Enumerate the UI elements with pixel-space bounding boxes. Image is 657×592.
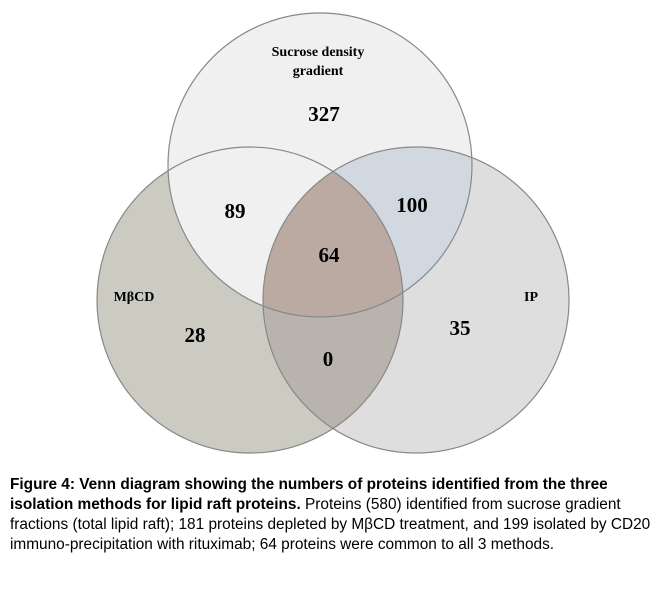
count-mbcd-only: 28: [185, 323, 206, 347]
all-three-overlap: [263, 147, 403, 317]
figure-caption: Figure 4: Venn diagram showing the numbe…: [10, 475, 655, 555]
sucrose-label-line-2: gradient: [293, 64, 344, 79]
count-ip-only: 35: [450, 316, 471, 340]
count-sucrose-only: 327: [308, 102, 340, 126]
count-sucrose-mbcd: 89: [225, 199, 246, 223]
caption-title: Figure 4: Venn diagram showing the numbe…: [10, 476, 608, 513]
ip-label: IP: [524, 290, 538, 305]
caption-body: Proteins (580) identified from sucrose g…: [10, 496, 651, 553]
count-mbcd-ip: 0: [323, 347, 334, 371]
sucrose-label-line-1: Sucrose density: [272, 45, 365, 60]
ip-outline: [262, 146, 570, 454]
sucrose-outline: [167, 12, 473, 318]
count-sucrose-ip: 100: [396, 193, 428, 217]
count-all-three: 64: [319, 243, 341, 267]
mbcd-label: MβCD: [114, 290, 155, 305]
venn-diagram: Sucrose density gradient MβCD IP 327 89 …: [96, 12, 570, 454]
mbcd-outline: [96, 146, 404, 454]
